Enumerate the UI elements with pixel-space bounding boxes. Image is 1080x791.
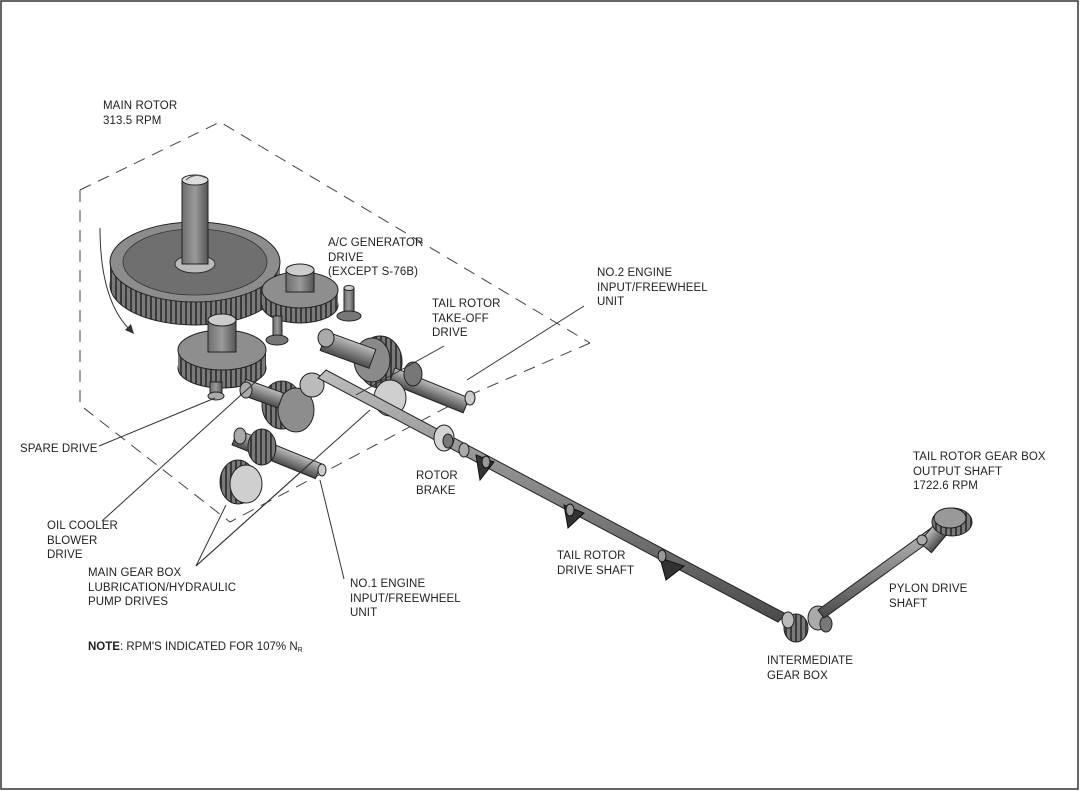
label-intermediate-gear-box: INTERMEDIATE GEAR BOX <box>767 655 853 682</box>
rotor-brake-disc <box>433 424 470 458</box>
gearbox-housing-outline <box>79 121 591 523</box>
note-text: : RPM'S INDICATED FOR 107% N <box>119 641 298 653</box>
label-tail-rotor-takeoff: TAIL ROTOR TAKE-OFF DRIVE <box>432 298 501 339</box>
main-rotor-shaft <box>181 174 209 265</box>
tail-rotor-drive-shaft-assembly <box>317 369 973 643</box>
tail-rotor-gearbox <box>916 507 973 554</box>
ac-generator-drive-gear <box>261 263 362 324</box>
label-spare-drive: SPARE DRIVE <box>20 443 98 455</box>
no1-engine-input-shaft <box>231 427 327 480</box>
label-ac-generator-drive: A/C GENERATOR DRIVE (EXCEPT S-76B) <box>328 237 424 278</box>
main-gearbox-assembly <box>99 174 476 505</box>
shaft-hanger-bearings <box>475 454 686 581</box>
label-main-gear-box: MAIN GEAR BOX LUBRICATION/HYDRAULIC PUMP… <box>88 567 237 608</box>
label-oil-cooler: OIL COOLER BLOWER DRIVE <box>47 520 118 561</box>
accessory-stub-shafts <box>207 315 289 401</box>
note-subscript: R <box>297 647 303 654</box>
label-rotor-brake: ROTOR BRAKE <box>416 470 458 497</box>
lower-bevel-gear <box>177 313 267 389</box>
label-tail-rotor-gear-box: TAIL ROTOR GEAR BOX OUTPUT SHAFT 1722.6 … <box>913 451 1046 492</box>
main-rotor-gear <box>109 221 281 326</box>
leader-lines <box>98 305 585 580</box>
label-main-rotor: MAIN ROTOR 313.5 RPM <box>103 100 178 127</box>
label-no2-engine: NO.2 ENGINE INPUT/FREEWHEEL UNIT <box>597 267 708 308</box>
label-tail-rotor-drive-shaft: TAIL ROTOR DRIVE SHAFT <box>557 550 635 577</box>
label-no1-engine: NO.1 ENGINE INPUT/FREEWHEEL UNIT <box>350 578 461 619</box>
label-pylon-drive-shaft: PYLON DRIVE SHAFT <box>889 583 968 610</box>
rotation-arrow <box>99 227 131 331</box>
lubrication-pump-gear <box>219 459 263 505</box>
note-prefix: NOTE <box>88 641 120 653</box>
rpm-note: NOTE: RPM'S INDICATED FOR 107% NR <box>88 641 303 654</box>
